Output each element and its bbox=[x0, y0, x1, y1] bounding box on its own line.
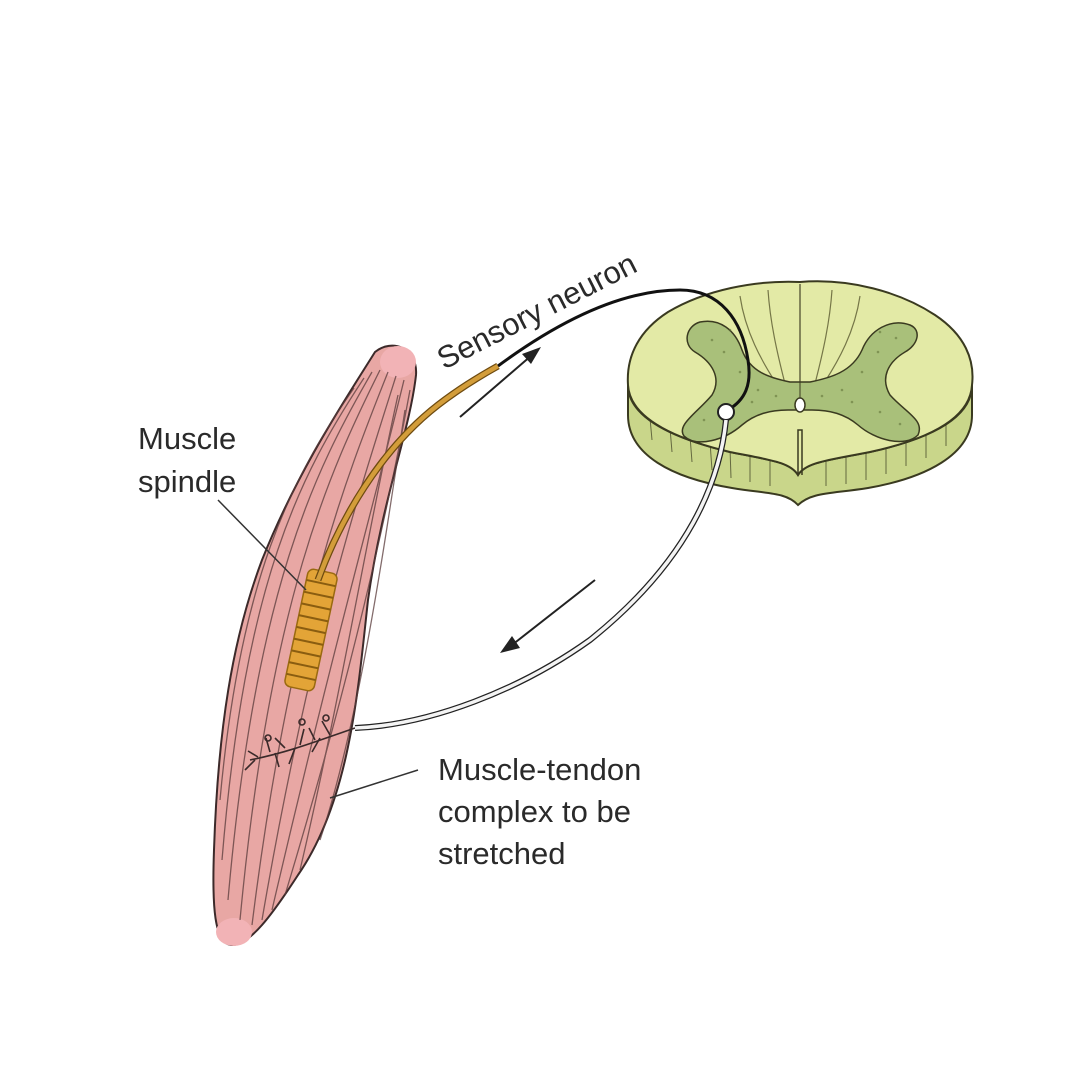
muscle-spindle-label-line2: spindle bbox=[138, 464, 236, 499]
muscle-lower-tendon bbox=[216, 918, 252, 946]
muscle-tendon-label-line3: stretched bbox=[438, 836, 566, 871]
muscle-fibers bbox=[219, 369, 411, 926]
muscle-tendon-label-line2: complex to be bbox=[438, 794, 631, 829]
muscle-upper-tendon bbox=[380, 346, 416, 378]
motor-end-plates bbox=[244, 714, 356, 771]
afferent-direction-arrow bbox=[459, 347, 541, 418]
spinal-cord-stipple bbox=[702, 328, 902, 426]
muscle-tendon-leader bbox=[329, 769, 419, 799]
spinal-cord-section bbox=[626, 280, 974, 507]
efferent-direction-arrow bbox=[500, 579, 596, 653]
sensory-neuron-label: Sensory neuron bbox=[431, 246, 642, 377]
spinal-cord-gray-matter bbox=[681, 320, 921, 443]
motor-neuron bbox=[354, 419, 729, 731]
central-canal bbox=[794, 397, 806, 413]
muscle-tendon-label-line1: Muscle-tendon bbox=[438, 752, 641, 787]
muscle-spindle-leader bbox=[217, 499, 307, 591]
muscle-spindle-label-line1: Muscle bbox=[138, 421, 236, 456]
sensory-neuron bbox=[314, 288, 751, 582]
anterior-fissure bbox=[797, 429, 803, 475]
sensory-neuron-axon bbox=[497, 288, 751, 412]
synapse-point bbox=[717, 403, 735, 421]
muscle-spindle bbox=[284, 568, 338, 692]
